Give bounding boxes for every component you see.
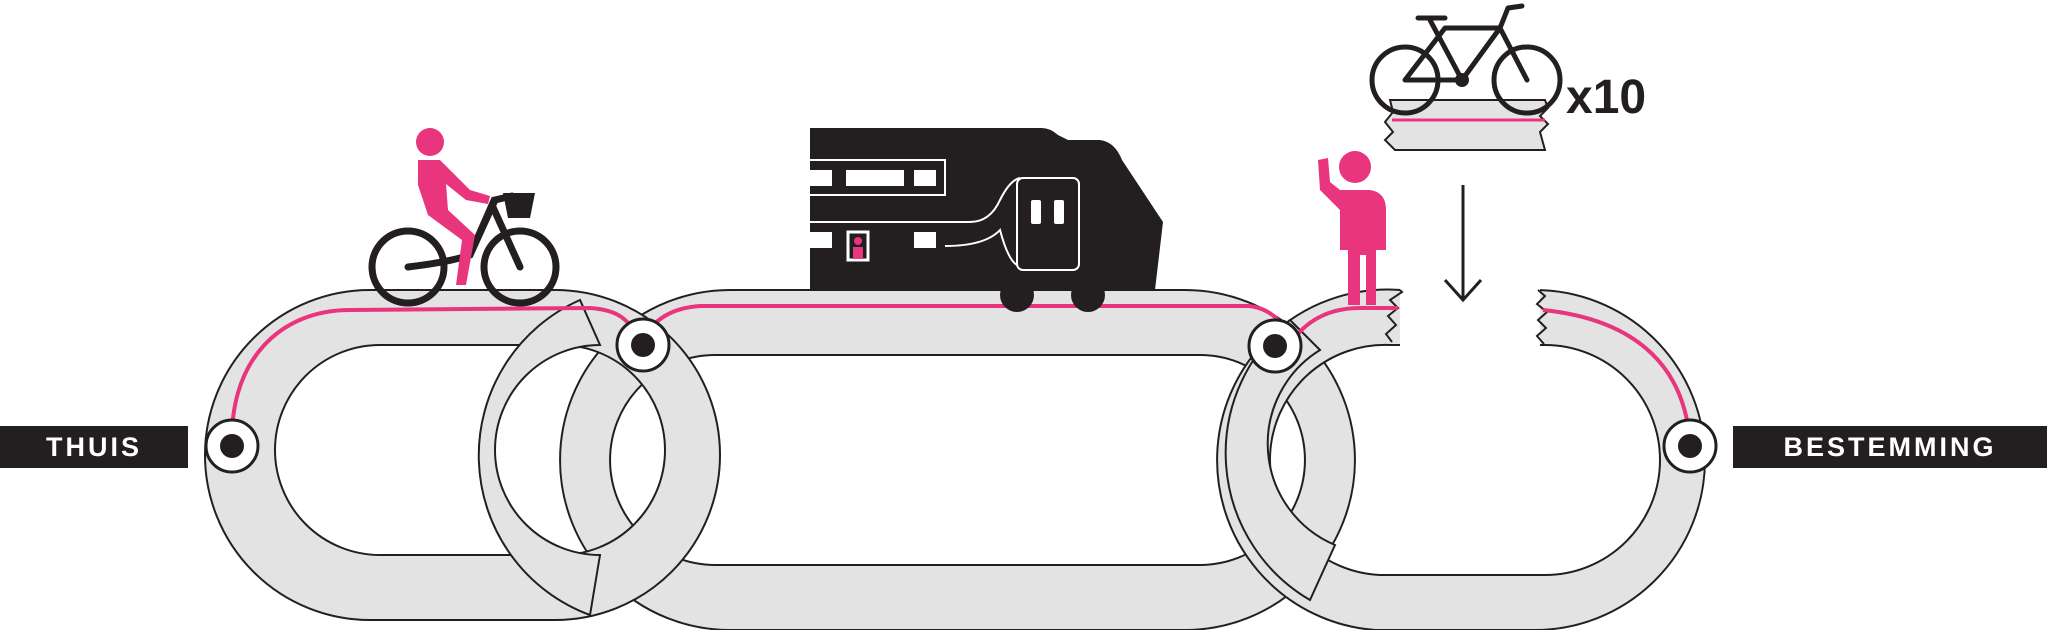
chain-link-3 — [1216, 288, 1706, 630]
multiplier-label: x10 — [1566, 71, 1647, 124]
chain-link-2-overlap — [477, 298, 602, 617]
destination-label: BESTEMMING — [1733, 426, 2047, 468]
arrow-down-icon — [1443, 185, 1483, 303]
waving-person-icon — [1318, 151, 1386, 305]
link-fragment — [1383, 99, 1550, 151]
node-home — [204, 418, 260, 474]
node-transfer-2 — [1247, 318, 1303, 374]
chain-break-left-edge — [1384, 289, 1404, 343]
home-label: THUIS — [0, 426, 188, 468]
train-icon — [810, 128, 1163, 312]
route-line-end — [1542, 308, 1692, 444]
chain-break-gap — [1400, 270, 1540, 355]
node-destination — [1662, 418, 1718, 474]
chain-break-right-edge — [1535, 289, 1549, 345]
chain-link-3-overlap — [1224, 318, 1337, 602]
bicycle-icon — [1369, 3, 1563, 151]
node-transfer-1 — [615, 317, 671, 373]
cyclist-icon — [368, 128, 560, 307]
